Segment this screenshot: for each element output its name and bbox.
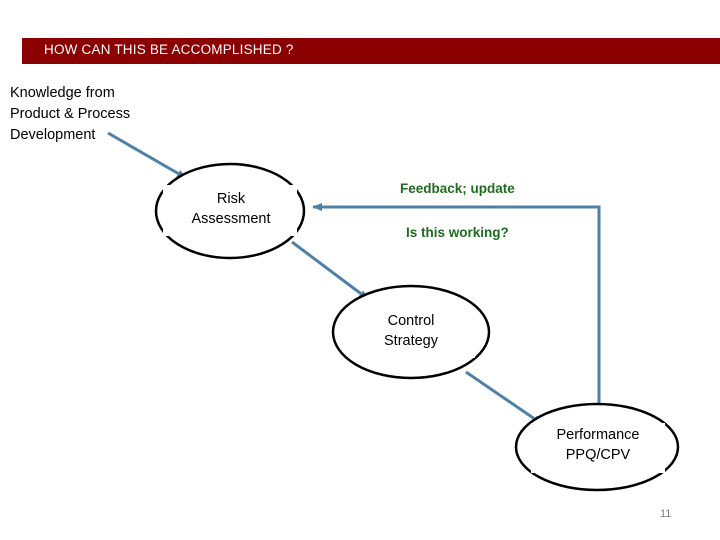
node-label-performance: Performance PPQ/CPV [532,425,664,465]
knowledge-line-3: Development [10,127,96,143]
annotation-is-this-working: Is this working? [406,225,509,240]
knowledge-line-1: Knowledge from [10,85,115,101]
control-line-2: Strategy [384,333,438,349]
knowledge-line-2: Product & Process [10,106,131,122]
performance-line-1: Performance [556,427,640,443]
control-line-1: Control [387,313,435,329]
connector-feedback-loop [312,203,601,425]
risk-line-2: Assessment [191,211,271,227]
annotation-feedback: Feedback; update [400,181,515,196]
connector-risk-to-control [291,240,369,301]
connector-control-to-performance [465,370,543,426]
performance-label-mask [531,423,665,473]
performance-line-2: PPQ/CPV [565,447,631,463]
connector-knowledge-to-risk [107,131,187,180]
control-label-mask [349,308,475,358]
page-title: HOW CAN THIS BE ACCOMPLISHED ? [44,42,294,57]
risk-label-mask [163,185,297,236]
title-bar [22,38,720,64]
node-label-control-strategy: Control Strategy [348,311,474,351]
knowledge-text-block: Knowledge from Product & Process Develop… [10,83,200,146]
node-label-risk-assessment: Risk Assessment [168,189,294,229]
risk-line-1: Risk [216,191,246,207]
page-number: 11 [660,508,672,520]
